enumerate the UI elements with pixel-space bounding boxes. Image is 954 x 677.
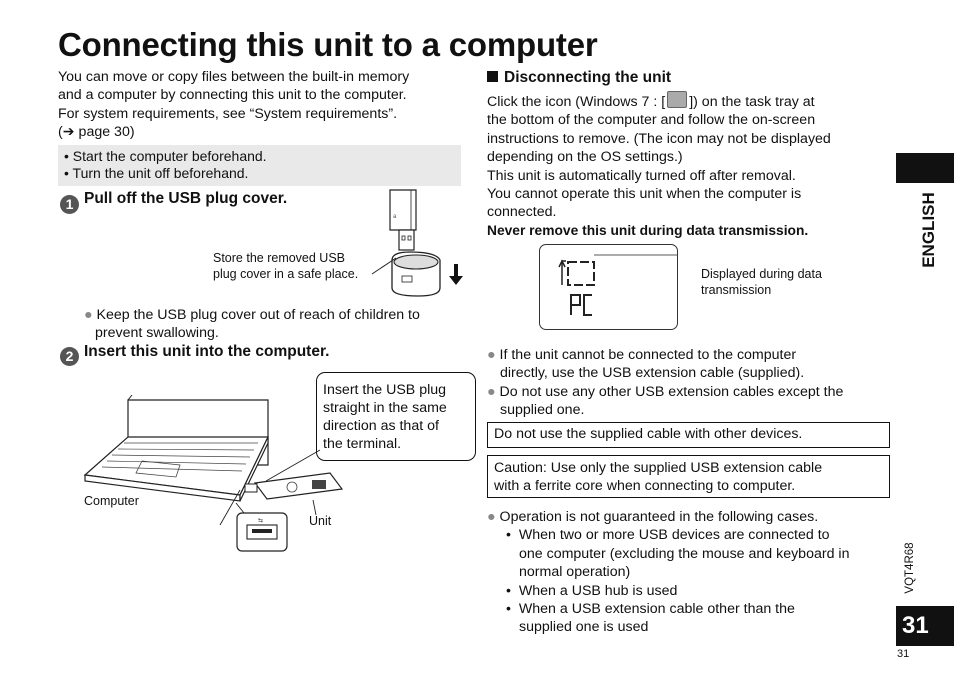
caution-line: with a ferrite core when connecting to c… [494,478,796,495]
intro-page-ref: (➔ page 30) [58,124,135,141]
unit-label: Unit [309,514,332,528]
callout-line: Insert the USB plug [323,382,447,398]
disconnect-paragraph: Click the icon (Windows 7 : [ ]) on the t… [487,91,887,240]
bullet-icon: • [506,601,511,618]
square-bullet-icon [487,71,498,82]
caption-line: Store the removed USB [213,251,346,265]
case-line: normal operation) [519,564,631,581]
case-line: When two or more USB devices are connect… [518,527,830,544]
callout-line: straight in the same [323,400,447,416]
page-number-small: 31 [897,648,910,660]
para-line: This unit is automatically turned off af… [487,167,796,184]
bullet-icon: ● [487,383,496,400]
preparation-box: • Start the computer beforehand. • Turn … [58,145,461,186]
case-line: supplied one is used [519,619,649,636]
para-line: connected. [487,204,557,221]
callout-line: the terminal. [323,436,402,452]
para-line: depending on the OS settings.) [487,149,683,166]
caution-line: Caution: Use only the supplied USB exten… [494,460,823,476]
page-number: 31 [896,606,954,646]
bullet-icon: ● [487,509,496,525]
language-tab-marker [896,153,954,183]
language-label: ENGLISH [919,192,938,268]
safely-remove-icon [667,91,688,108]
case-line: When a USB extension cable other than th… [518,601,795,618]
document-code: VQT4R68 [904,542,916,594]
callout-line: direction as that of [323,418,439,434]
para-line: the bottom of the computer and follow th… [487,112,816,129]
caution-box: Caution: Use only the supplied USB exten… [487,455,890,498]
para-line: You cannot operate this unit when the co… [487,186,802,203]
intro-paragraph: You can move or copy files between the b… [58,68,463,142]
insert-callout: Insert the USB plug straight in the same… [316,372,476,461]
usb-cover-illustration: a [389,189,463,297]
lcd-display [539,244,678,330]
para-line: ]) on the task tray at [689,94,815,110]
step-1-badge: 1 [60,195,79,214]
guarantee-text: Operation is not guaranteed in the follo… [499,509,819,525]
intro-line: You can move or copy files between the b… [58,69,410,85]
laptop-illustration: ⇆ [83,395,344,552]
intro-line: and a computer by connecting this unit t… [58,87,407,104]
lcd-pc-indicator-icon [558,254,677,316]
lcd-caption-line: Displayed during data [701,267,822,281]
svg-text:⇆: ⇆ [258,517,263,524]
note-line: Keep the USB plug cover out of reach of … [96,307,420,323]
lcd-caption: Displayed during data transmission [701,266,822,298]
computer-label: Computer [84,494,139,508]
note-line: supplied one. [500,402,585,419]
caption-leader-line [371,257,397,275]
page-title: Connecting this unit to a computer [58,26,598,63]
step-2-title: Insert this unit into the computer. [84,343,330,360]
prep-item: • Turn the unit off beforehand. [64,165,249,181]
lcd-caption-line: transmission [701,283,772,297]
step-2-badge: 2 [60,347,79,366]
bullet-icon: ● [84,307,93,323]
case-line: When a USB hub is used [518,582,678,599]
note-line: If the unit cannot be connected to the c… [499,347,797,363]
bullet-icon: • [506,527,511,544]
note-line: prevent swallowing. [95,325,219,342]
intro-line: For system requirements, see “System req… [58,105,398,122]
data-transmission-warning: Never remove this unit during data trans… [487,222,809,238]
disconnect-heading: Disconnecting the unit [487,69,671,87]
cover-caption: Store the removed USB plug cover in a sa… [213,250,358,282]
case-line: one computer (excluding the mouse and ke… [519,545,850,562]
bullet-icon: • [506,582,511,599]
para-line: Click the icon (Windows 7 : [ [487,94,666,110]
guarantee-notes: ● Operation is not guaranteed in the fol… [487,508,849,637]
prep-item: • Start the computer beforehand. [64,148,267,164]
caption-line: plug cover in a safe place. [213,267,359,281]
disconnect-heading-text: Disconnecting the unit [504,69,672,86]
bullet-icon: ● [487,347,496,363]
note-line: Do not use any other USB extension cable… [499,383,844,400]
para-line: instructions to remove. (The icon may no… [487,130,831,147]
cable-notes: ● If the unit cannot be connected to the… [487,346,843,420]
cable-warning-box: Do not use the supplied cable with other… [487,422,890,448]
svg-text:a: a [393,214,397,220]
step-1-note: ● Keep the USB plug cover out of reach o… [84,306,420,343]
note-line: directly, use the USB extension cable (s… [500,365,805,382]
step-1-title: Pull off the USB plug cover. [84,190,288,207]
